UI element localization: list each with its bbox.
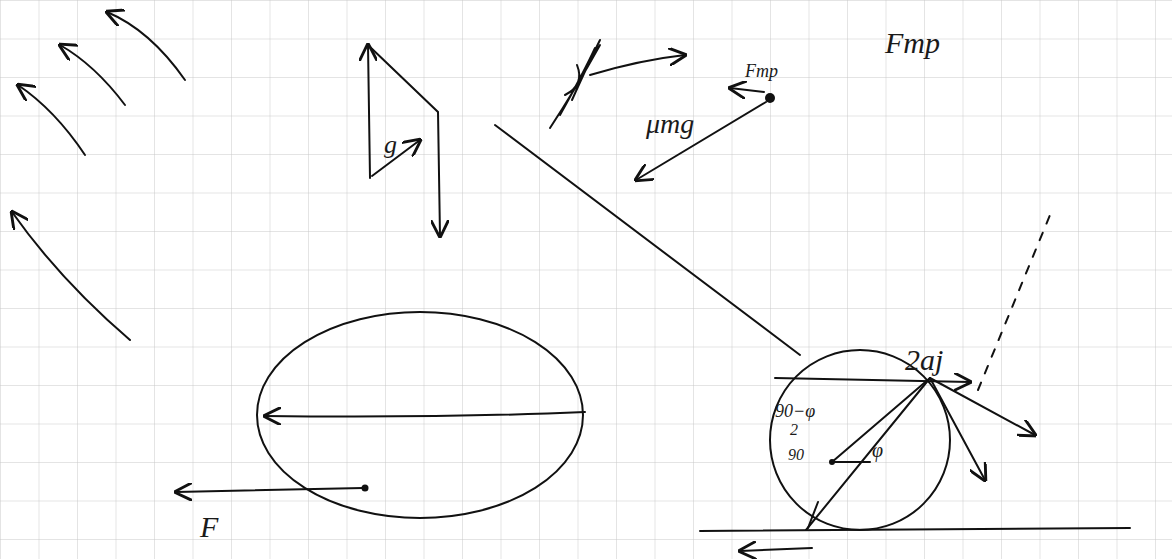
center-dot [829,459,835,465]
force-label: Fтр [745,62,778,80]
angle-label: φ [872,440,883,460]
force-label: μmg [646,110,694,138]
force-label: F [200,512,218,542]
vector-label: g [384,132,397,158]
body-dot [765,93,775,103]
force-label: Fтр [885,28,940,58]
contact-dot [362,485,369,492]
angle-label: 2 [790,422,798,438]
angle-label: 90 [788,447,804,463]
strokes [12,12,1130,551]
angle-label: 90−φ [775,402,815,420]
acceleration-label: 2aj [905,345,943,375]
